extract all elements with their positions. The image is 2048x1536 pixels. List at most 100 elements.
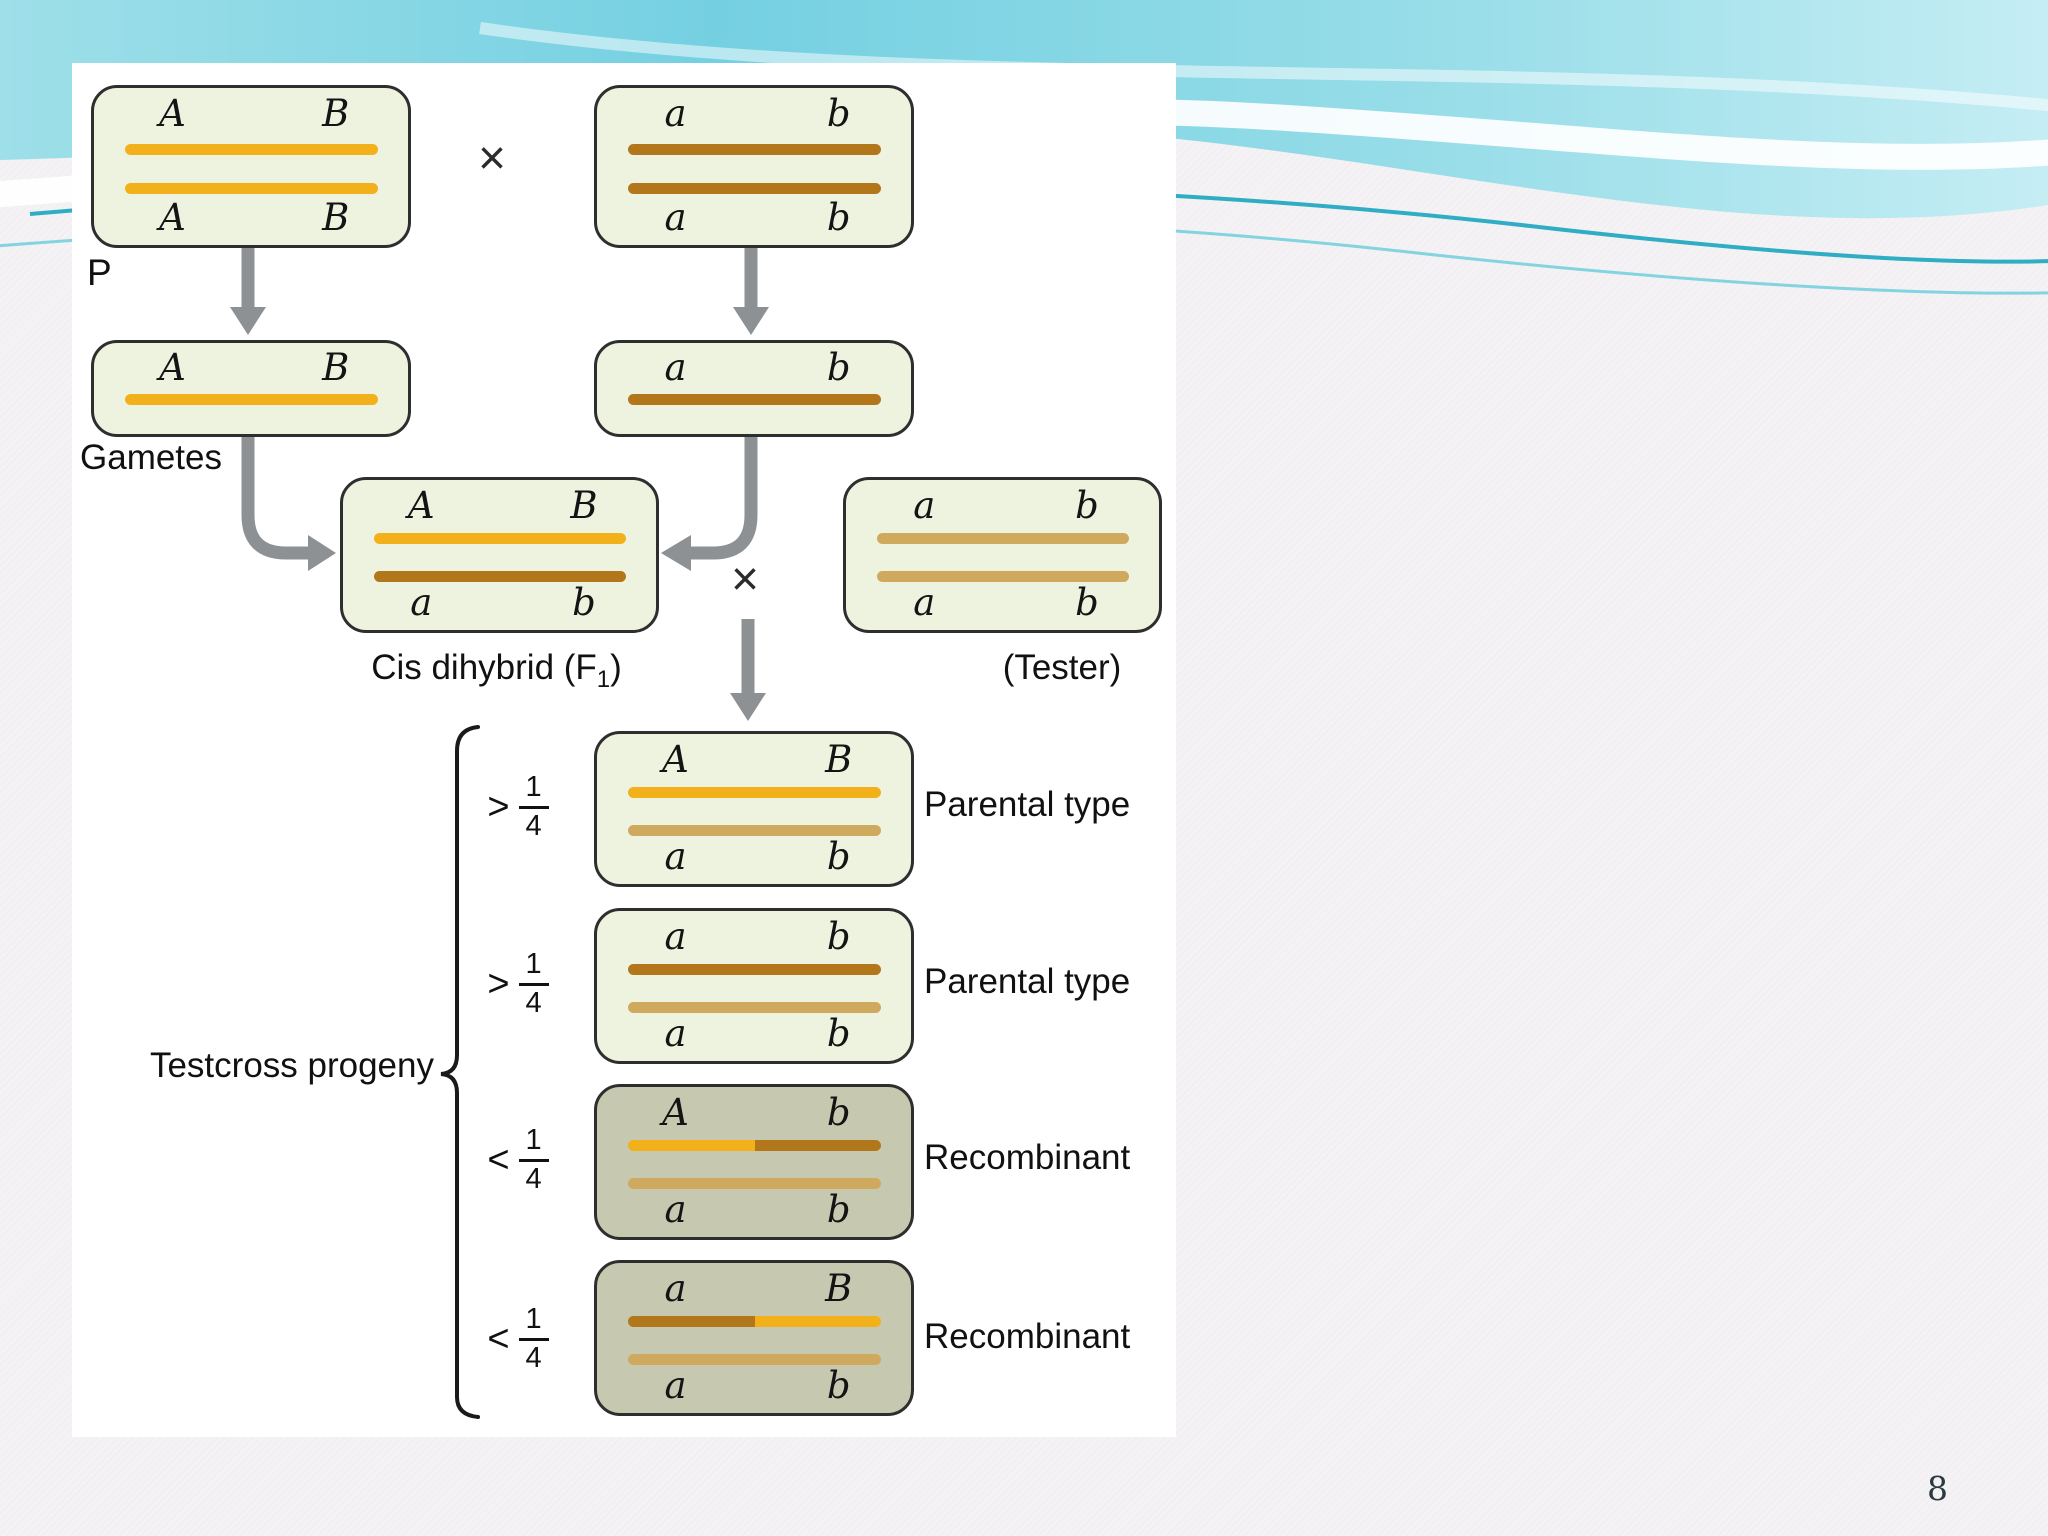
chromosome-line [628, 825, 882, 836]
gene-label: b [572, 581, 596, 625]
arrow-gamete-left-to-f1 [241, 429, 336, 571]
chromosome-line [628, 394, 882, 405]
gene-label: a [664, 1364, 687, 1408]
gene-label: A [159, 196, 186, 240]
progeny-recombinant-1-box: A b a b [594, 1084, 914, 1240]
gamete-right-box: a b [594, 340, 914, 437]
f1-cis-dihybrid-box: A B a b [340, 477, 659, 633]
gene-label: a [913, 581, 936, 625]
gene-label: b [826, 1091, 851, 1134]
arrow-parent-right-to-gamete [733, 248, 769, 335]
tester-caption: (Tester) [1002, 648, 1122, 687]
gene-label: b [826, 92, 851, 135]
gene-label: b [826, 1012, 851, 1056]
gene-label: b [826, 346, 851, 389]
gametes-label: Gametes [80, 438, 222, 477]
arrow-cross-to-progeny [730, 619, 766, 721]
chromosome-line [628, 1316, 882, 1328]
gene-label: A [159, 92, 186, 135]
chromosome-line [628, 1354, 882, 1365]
cross-symbol-tester: × [730, 553, 760, 606]
f1-caption-text: Cis dihybrid (F [371, 648, 597, 687]
gene-label: B [825, 738, 853, 781]
gene-label: a [410, 581, 433, 625]
progeny-parental-1-box: A B a b [594, 731, 914, 887]
gene-label: a [664, 915, 687, 958]
parent-right-genotype-box: a b a b [594, 85, 914, 248]
gene-label: b [826, 915, 851, 958]
gene-label: A [662, 738, 689, 781]
testcross-progeny-label: Testcross progeny [149, 1046, 434, 1085]
arrows-and-brace-layer [230, 248, 769, 1419]
comparison-operator: > [487, 785, 510, 828]
chromosome-line [628, 1178, 882, 1189]
progeny-type-label: Recombinant [924, 1317, 1131, 1356]
chromosome-line [125, 183, 379, 195]
chromosome-line [877, 571, 1130, 582]
p-generation-label: P [87, 252, 112, 293]
gamete-left-box: A B [91, 340, 411, 437]
gene-label: b [826, 1364, 851, 1408]
gene-label: B [322, 92, 350, 135]
comparison-operator: < [487, 1317, 510, 1360]
f1-caption-close: ) [610, 648, 622, 687]
gene-label: b [826, 1188, 851, 1232]
chromosome-line [125, 394, 379, 405]
arrow-gamete-right-to-f1 [661, 429, 758, 571]
chromosome-line [125, 144, 379, 156]
progeny-parental-2-box: a b a b [594, 908, 914, 1064]
page-number: 8 [1927, 1469, 1948, 1508]
testcross-brace [440, 725, 480, 1419]
gene-label: a [664, 346, 687, 389]
gene-label: A [662, 1091, 689, 1134]
chromosome-line [628, 1140, 882, 1152]
white-wave-thin [479, 22, 2048, 112]
gene-label: A [407, 484, 435, 527]
gene-label: B [825, 1267, 853, 1310]
gene-label: a [664, 1012, 687, 1056]
gene-label: a [664, 1267, 687, 1310]
gene-label: B [570, 484, 598, 527]
gene-label: a [913, 484, 936, 527]
gene-label: A [159, 346, 186, 389]
gene-label: B [322, 196, 350, 240]
chromosome-line [628, 787, 882, 799]
progeny-type-label: Parental type [924, 785, 1131, 824]
progeny-type-label: Recombinant [924, 1138, 1131, 1177]
gene-label: b [826, 835, 851, 879]
chromosome-line [628, 964, 882, 976]
gene-label: b [1075, 484, 1099, 527]
tester-genotype-box: a b a b [843, 477, 1162, 633]
figure-panel: A B A B × a b a b P A B a b Gamete [72, 63, 1176, 1437]
f1-caption-subscript: 1 [596, 666, 611, 693]
gene-label: b [826, 196, 851, 240]
gene-label: b [1075, 581, 1099, 625]
gene-label: B [322, 346, 350, 389]
gene-label: a [664, 835, 687, 879]
chromosome-line [877, 533, 1130, 545]
arrow-parent-left-to-gamete [230, 248, 266, 335]
chromosome-line [628, 183, 882, 195]
f1-caption: Cis dihybrid (F1) [340, 648, 653, 694]
chromosome-line [628, 144, 882, 156]
chromosome-line [628, 1002, 882, 1013]
gene-label: a [664, 196, 687, 240]
gene-label: a [664, 1188, 687, 1232]
gene-label: a [664, 92, 687, 135]
progeny-type-label: Parental type [924, 962, 1131, 1001]
chromosome-line [374, 571, 627, 582]
comparison-operator: > [487, 962, 510, 1005]
comparison-operator: < [487, 1138, 510, 1181]
progeny-recombinant-2-box: a B a b [594, 1260, 914, 1416]
cross-symbol-parents: × [477, 132, 507, 185]
chromosome-line [374, 533, 627, 545]
